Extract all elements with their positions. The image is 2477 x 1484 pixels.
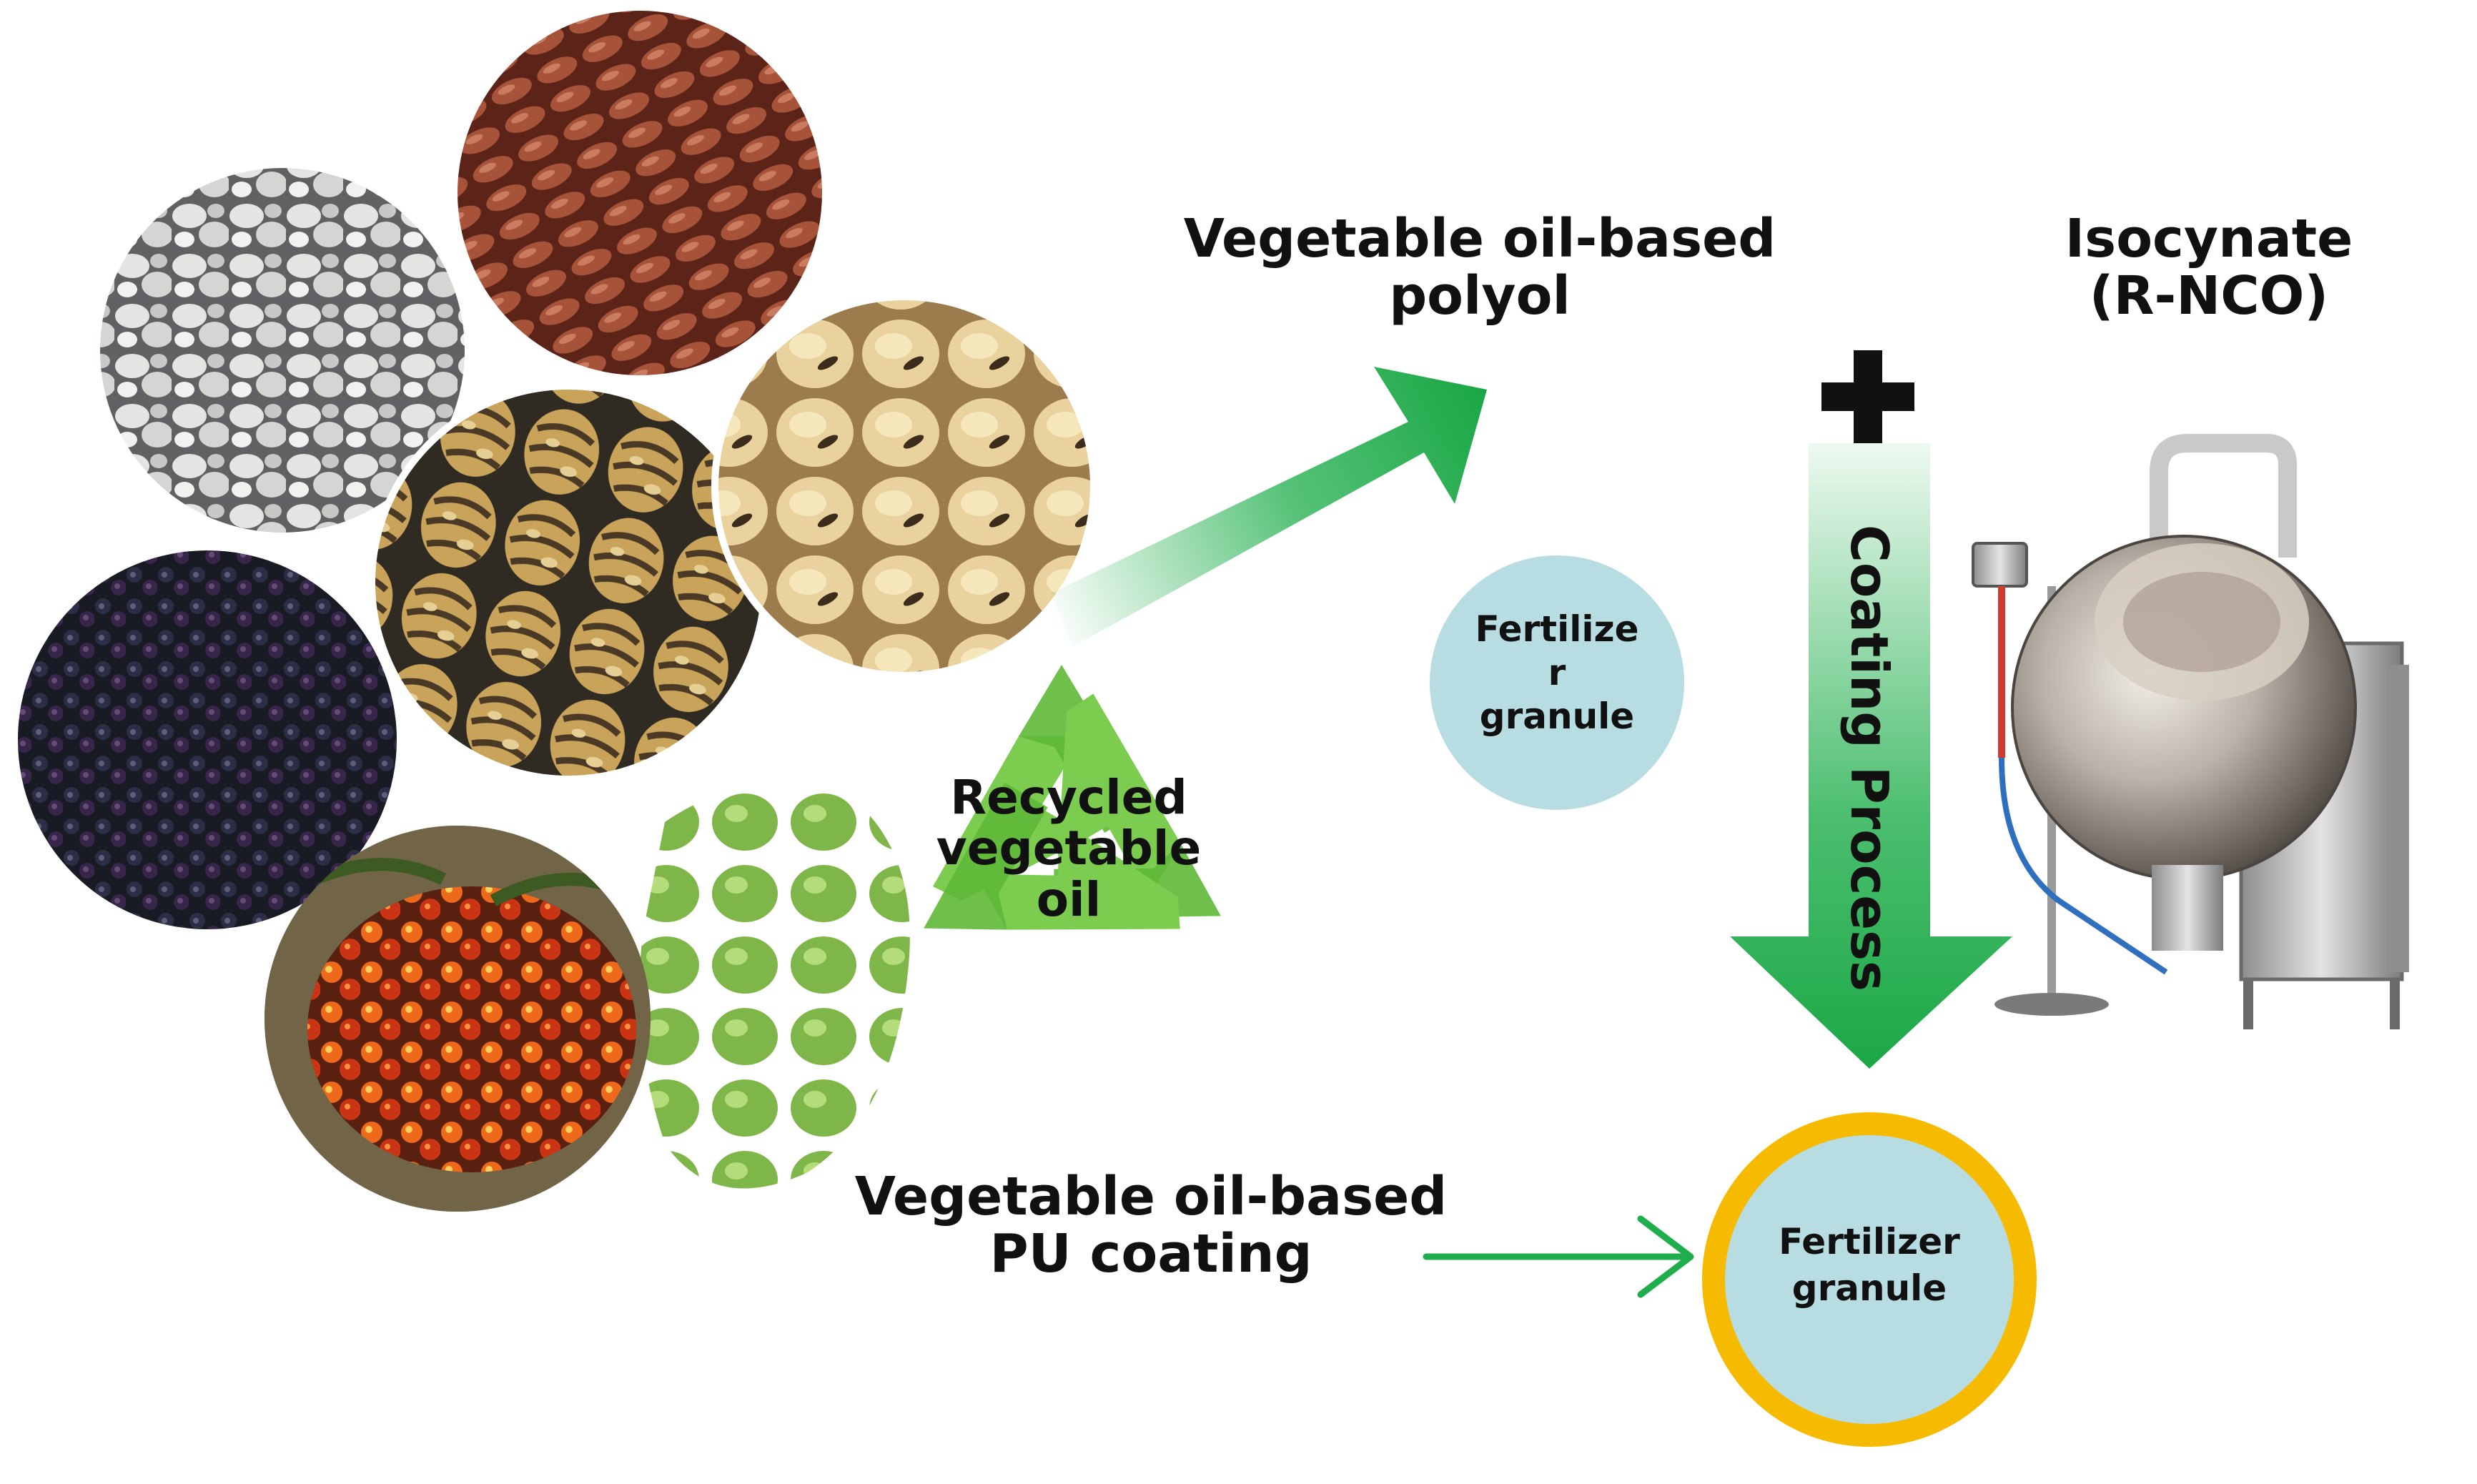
uncoated-granule-label-line2: r	[1548, 652, 1566, 693]
polyol-label: Vegetable oil-based polyol	[1144, 208, 1816, 327]
oil-sources-cluster	[18, 11, 1097, 1212]
fertilizer-granule-uncoated	[1430, 555, 1684, 810]
oil-palm-fruit-image	[264, 826, 651, 1212]
plus-icon	[1821, 350, 1914, 443]
cottonseed-image	[100, 168, 465, 533]
pu-coating-label: Vegetable oil-based PU coating	[829, 1166, 1473, 1285]
coating-process-arrow	[1730, 443, 2012, 1069]
flaxseed-image	[458, 11, 822, 375]
castor-bean-image	[368, 382, 768, 783]
recycled-oil-label-line1: Recycled	[950, 770, 1187, 825]
coated-granule-label: Fertilizer granule	[1744, 1219, 1994, 1312]
coated-granule-label-line2: granule	[1791, 1267, 1947, 1309]
polyol-label-line2: polyol	[1389, 264, 1571, 327]
isocyanate-label-line1: Isocynate	[2065, 208, 2353, 269]
uncoated-granule-label-line1: Fertilize	[1475, 608, 1639, 650]
pu-coating-label-line1: Vegetable oil-based	[854, 1166, 1448, 1227]
coating-process-label: Coating Process	[1839, 524, 1899, 991]
arrow-to-polyol	[1051, 367, 1487, 647]
isocyanate-label: Isocynate (R-NCO)	[1994, 208, 2423, 327]
uncoated-granule-label-line3: granule	[1479, 696, 1635, 737]
rapeseed-image	[18, 550, 397, 929]
isocyanate-label-line2: (R-NCO)	[2089, 264, 2329, 327]
coating-pan-machine	[1972, 434, 2409, 1029]
coated-granule-label-line1: Fertilizer	[1779, 1221, 1960, 1262]
soybean-image	[711, 293, 1097, 679]
pu-coating-arrow	[1423, 1215, 1694, 1298]
olive-image	[639, 783, 910, 1189]
pu-coating-label-line2: PU coating	[989, 1222, 1312, 1285]
recycled-oil-label: Recycled vegetable oil	[894, 772, 1244, 925]
recycled-oil-label-line3: oil	[1036, 871, 1102, 927]
recycled-oil-label-line2: vegetable	[936, 821, 1202, 876]
polyol-label-line1: Vegetable oil-based	[1183, 208, 1776, 269]
fertilizer-granule-coated	[1702, 1112, 2037, 1447]
uncoated-granule-label: Fertilize r granule	[1451, 608, 1663, 738]
